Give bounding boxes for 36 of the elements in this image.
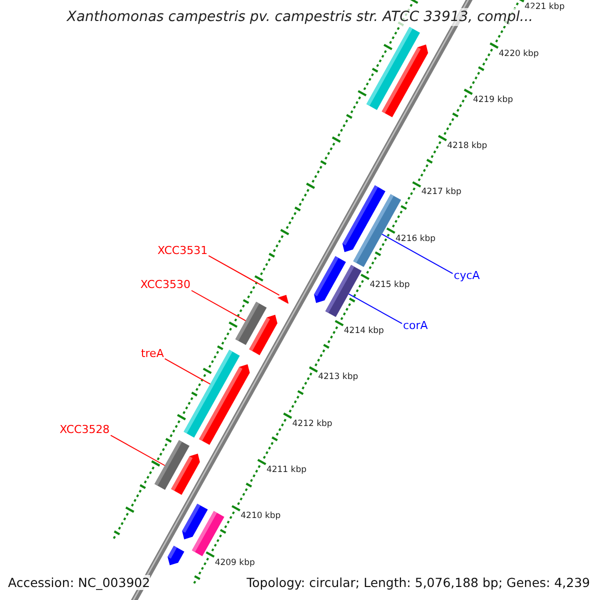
tick-label: 4215 kbp	[370, 278, 410, 291]
tick-label: 4220 kbp	[498, 48, 539, 60]
tick-label: 4218 kbp	[447, 140, 488, 152]
gene-label: XCC3528	[60, 423, 110, 438]
leader-line	[191, 290, 246, 322]
tick-label: 4209 kbp	[214, 556, 255, 569]
tick-label: 4216 kbp	[396, 232, 436, 245]
tick-label: 4217 kbp	[421, 186, 462, 198]
leader-line	[382, 234, 454, 274]
gene-label: XCC3531	[157, 244, 208, 258]
tick-label: 4212 kbp	[292, 418, 332, 430]
gene-label: treA	[140, 346, 164, 361]
footer-text: Accession: NC_003902	[8, 575, 150, 590]
gene-feature	[199, 364, 250, 445]
gene-feature	[314, 256, 346, 303]
leader-line	[164, 358, 211, 385]
gene-label: XCC3530	[140, 278, 190, 292]
gene-feature	[278, 294, 288, 304]
gene-label: corA	[402, 318, 428, 333]
footer-text: Topology: circular; Length: 5,076,188 bp; Genes: 4,239	[246, 575, 590, 590]
gene-feature	[171, 454, 200, 495]
gene-feature	[366, 26, 420, 110]
leader-line	[208, 255, 280, 296]
gene-feature	[168, 546, 184, 566]
gene-feature	[192, 511, 224, 556]
tick-label: 4213 kbp	[318, 371, 358, 384]
tick-label: 4219 kbp	[472, 94, 513, 106]
leader-line	[110, 434, 166, 466]
title: Xanthomonas campestris pv. campestris str. ATCC 33913, compl...	[64, 8, 536, 26]
gene-feature	[249, 314, 278, 356]
gene-feature	[342, 185, 386, 252]
leader-line	[348, 293, 402, 324]
tick-label: 4214 kbp	[344, 325, 384, 338]
gene-label: cycA	[454, 268, 480, 283]
tick-label: 4211 kbp	[266, 464, 306, 476]
tick-label: 4210 kbp	[240, 510, 281, 522]
